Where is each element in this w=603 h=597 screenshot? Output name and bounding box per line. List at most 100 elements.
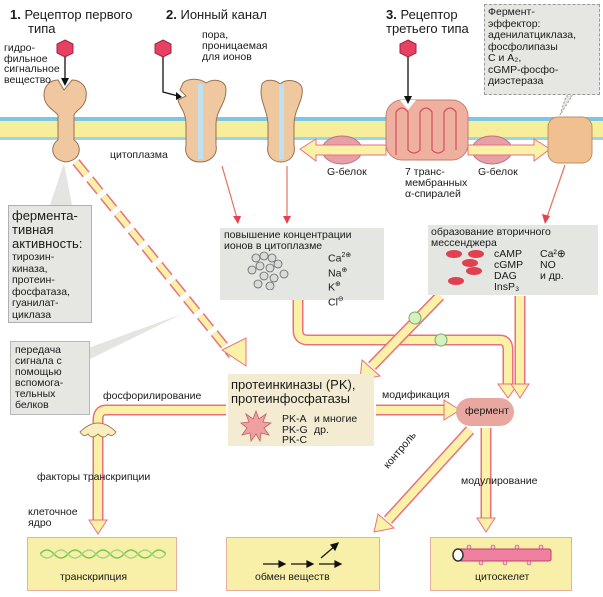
cytoskeleton-fiber-icon xyxy=(452,544,552,566)
phosphorylation-label: фосфорилирование xyxy=(103,390,202,402)
messenger-title: образование вторичного мессенджера xyxy=(431,227,551,249)
messenger-item: cAMP xyxy=(494,248,523,260)
ions-icon xyxy=(247,251,289,290)
ligand-icon xyxy=(56,39,74,86)
helices-line: α-спиралей xyxy=(405,188,461,200)
effector-line: Фермент- xyxy=(488,6,535,18)
ion-symbol: Cl xyxy=(328,296,338,308)
receptor2-title: 2. Ионный канал xyxy=(166,8,267,21)
nucleus-label-line: клеточное xyxy=(28,506,78,518)
g-protein-left-label: G-белок xyxy=(327,166,367,178)
metabolism-box: обмен веществ xyxy=(226,537,380,591)
ion-influx-arrows xyxy=(221,164,566,224)
pore-label-line: пора, xyxy=(202,29,229,41)
ion-concentration-box: повышение концентрации ионов в цитоплазм… xyxy=(220,228,384,308)
ion-charge: ⊕ xyxy=(335,281,341,288)
messenger-item: InsP₃ xyxy=(494,281,520,293)
messenger-list-1: cAMP cGMP DAG InsP₃ xyxy=(494,249,523,293)
messenger-item: DAG xyxy=(494,270,517,282)
helices-line: 7 транс- xyxy=(405,166,445,178)
enzymatic-activity-box: фермента- тивная активность: тирозин- ки… xyxy=(8,205,92,323)
ion-box-title-line: повышение концентрации xyxy=(224,229,352,241)
ion-channel-open xyxy=(260,79,303,163)
aux-box-text: передача сигнала с помощью вспомога- тел… xyxy=(15,345,63,411)
effector-box: Фермент- эффектор: аденилатциклаза, фосф… xyxy=(484,4,600,95)
enzyme-label: фермент xyxy=(465,405,509,417)
receptor-type1 xyxy=(43,79,87,163)
enzymatic-item: фосфатаза, xyxy=(12,285,70,298)
aux-line: передача xyxy=(15,344,62,356)
messenger-title-line: мессенджера xyxy=(431,237,497,249)
kinase-title-line: протеинфосфатазы xyxy=(231,391,350,406)
aux-line: вспомога- xyxy=(15,377,64,389)
metabolism-label: обмен веществ xyxy=(255,571,330,583)
receptor3-number: 3. xyxy=(386,7,397,22)
effector-line: фосфолипазы xyxy=(488,40,558,53)
messenger-title-line: образование вторичного xyxy=(431,226,551,238)
metabolism-arrows-icon xyxy=(263,542,343,568)
ion-charge: ⊕ xyxy=(341,266,348,274)
effector-line: аденилатциклаза, xyxy=(488,29,577,41)
pathway-arrows xyxy=(88,292,530,535)
effector-line: С и А₂, xyxy=(488,52,522,64)
modulation-label: модулирование xyxy=(461,475,538,487)
receptor2-number: 2. xyxy=(166,7,177,22)
transcription-label: транскрипция xyxy=(60,571,128,583)
g-protein-arrow xyxy=(299,138,551,162)
ion-symbol: Na xyxy=(328,267,342,279)
ion-box-title: повышение концентрации ионов в цитоплазм… xyxy=(224,230,351,252)
messenger-item: Ca²⊕ xyxy=(540,248,566,260)
receptor-type3 xyxy=(385,39,469,161)
receptor1-title-line2: типа xyxy=(28,21,56,36)
nucleus-label: клеточное ядро xyxy=(28,507,78,529)
ion-na: Na⊕ xyxy=(328,265,351,280)
ion-list: Ca2⊕ Na⊕ K⊕ Cl⊖ xyxy=(328,250,351,308)
enzymatic-item: циклаза xyxy=(12,308,52,321)
ligand-label-line: сигнальное xyxy=(4,63,60,75)
receptor2-title-text: Ионный канал xyxy=(180,7,267,22)
messenger-item: cGMP xyxy=(494,259,524,271)
ion-k: K⊕ xyxy=(328,279,351,294)
cytoskeleton-box: цитоскелет xyxy=(430,537,572,591)
dashed-signal-arrow xyxy=(72,159,247,367)
receptor1-title: 1. Рецептор первого xyxy=(10,8,132,21)
aux-line: помощью xyxy=(15,366,62,378)
membrane-core xyxy=(0,121,603,137)
helices-label: 7 транс- мембранных α-спиралей xyxy=(405,167,467,200)
effector-line: cGMP-фосфо- xyxy=(488,63,559,76)
kinase-star-icon xyxy=(240,410,272,442)
enzymatic-items: тирозин- киназа, протеин- фосфатаза, гуа… xyxy=(12,251,70,321)
receptor1-number: 1. xyxy=(10,7,21,22)
modification-label: модификация xyxy=(382,389,450,401)
ligand-label: гидро- фильное сигнальное вещество xyxy=(4,43,60,85)
enzymatic-item: тирозин- xyxy=(12,251,55,263)
transcription-box: транскрипция xyxy=(27,537,177,591)
helices-line: мембранных xyxy=(405,177,468,189)
kinase-note-line: др. xyxy=(314,423,329,436)
ion-symbol: K xyxy=(328,281,336,294)
cytoplasm-label: цитоплазма xyxy=(110,149,168,161)
cytoskeleton-label: цитоскелет xyxy=(475,571,530,583)
ion-symbol: Ca xyxy=(328,252,342,265)
kinase-title: протеинкиназы (PK), протеинфосфатазы xyxy=(231,378,355,406)
auxiliary-proteins-box: передача сигнала с помощью вспомога- тел… xyxy=(10,341,90,415)
messenger-list-2: Ca²⊕ NO и др. xyxy=(540,249,566,282)
ion-ca: Ca2⊕ xyxy=(328,250,351,265)
messenger-item: и др. xyxy=(540,270,564,282)
enzymatic-item: киназа, xyxy=(12,262,48,275)
protein-kinases-box: протеинкиназы (PK), протеинфосфатазы PK-… xyxy=(228,374,374,446)
second-messenger-box: образование вторичного мессенджера cAMP … xyxy=(428,225,598,295)
aux-line: белков xyxy=(15,399,49,411)
aux-callout-pointer xyxy=(88,314,182,360)
receptor1-title-line1: Рецептор первого xyxy=(24,7,133,22)
messenger-molecules-icon xyxy=(446,250,484,285)
effector-box-text: Фермент- эффектор: аденилатциклаза, фосф… xyxy=(488,6,577,88)
enzymatic-item: гуанилат- xyxy=(12,297,59,309)
aux-line: тельных xyxy=(15,388,56,400)
messenger-item: NO xyxy=(540,259,556,271)
ion-charge: ⊖ xyxy=(337,295,344,303)
enzymatic-title-line: тивная xyxy=(12,222,54,237)
transcription-factor-icon xyxy=(79,422,117,438)
effector-line: диэстераза xyxy=(488,75,544,87)
